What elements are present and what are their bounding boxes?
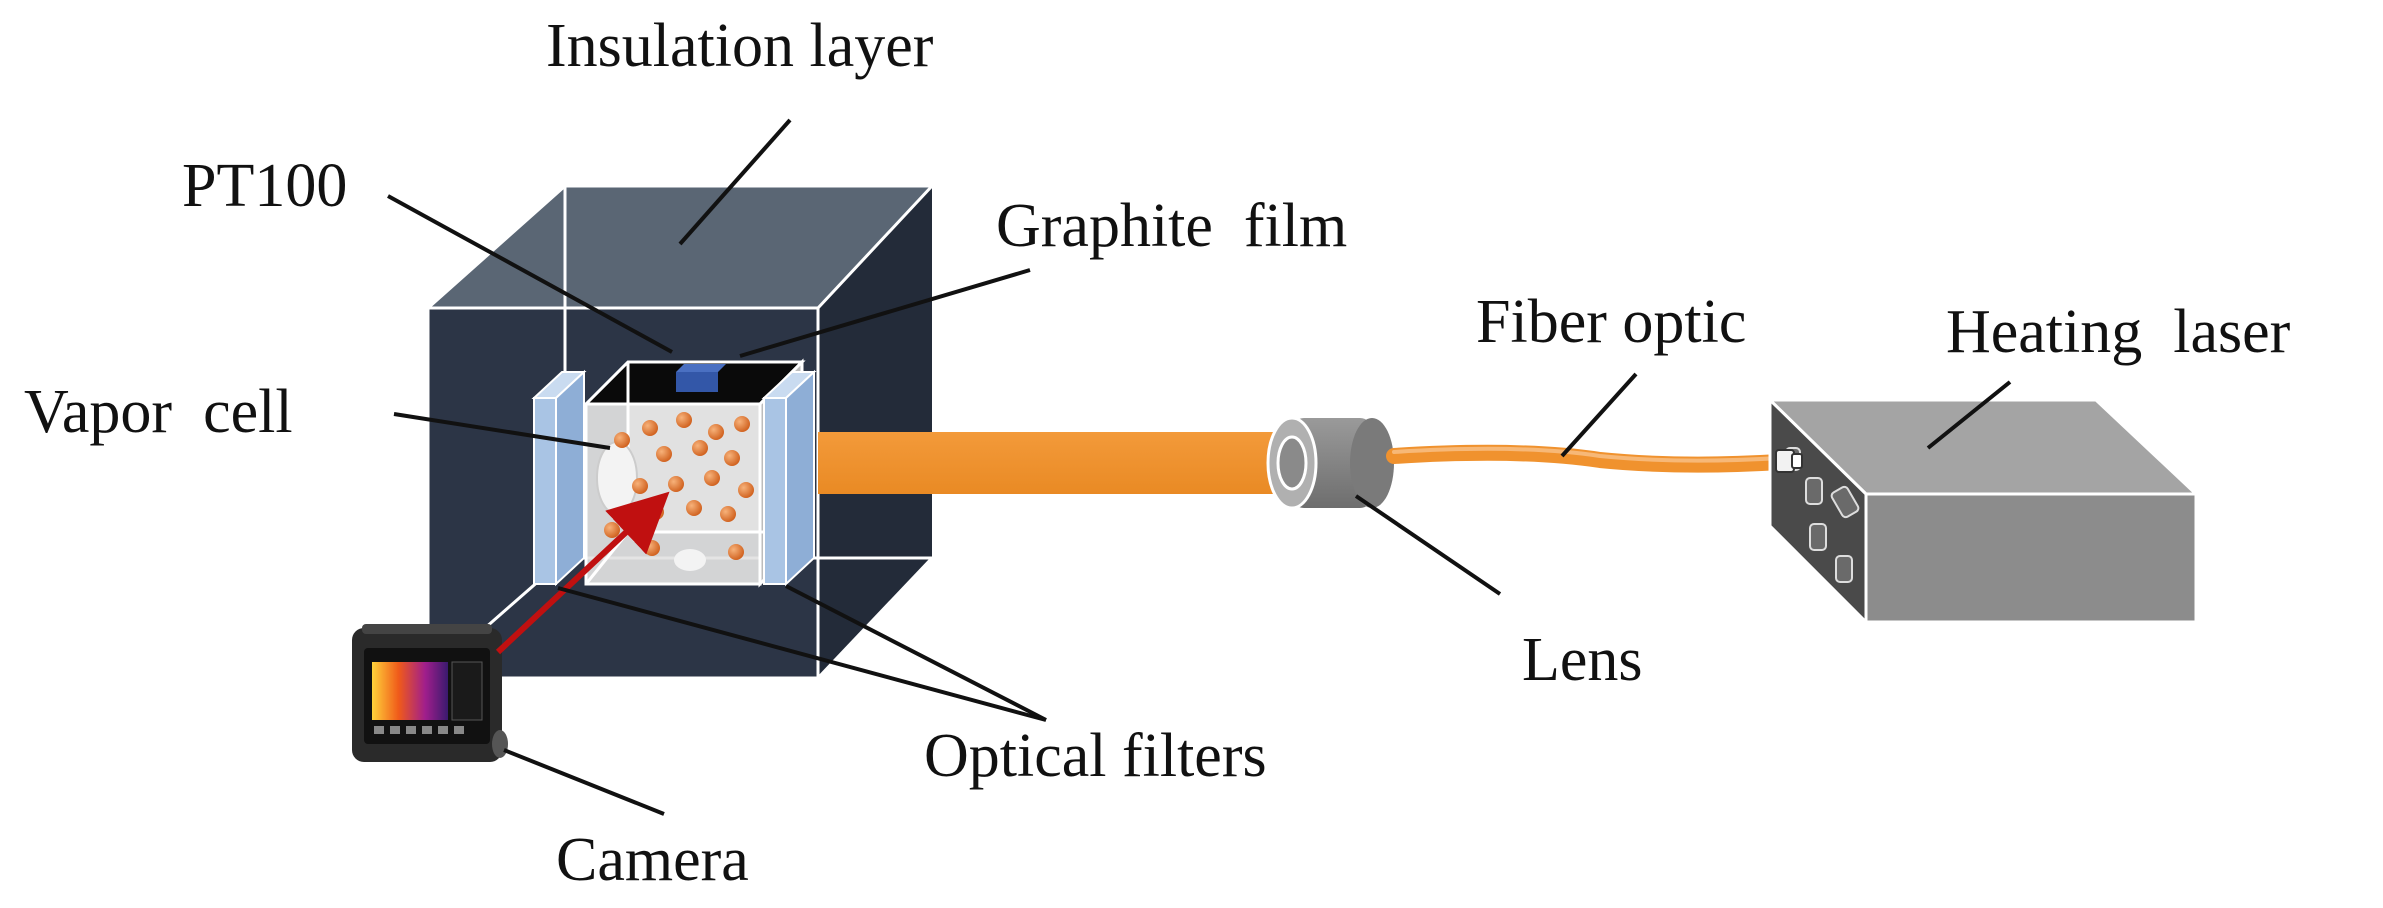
fiber-optic-highlight bbox=[1392, 446, 1782, 463]
laser-beam bbox=[818, 432, 1278, 494]
leader-fiber-optic bbox=[1560, 372, 1638, 458]
leader-heating-laser bbox=[1926, 380, 2012, 450]
laser-port bbox=[1830, 485, 1860, 519]
insulation-right-edge bbox=[816, 556, 934, 680]
label-optical-filters: Optical filters bbox=[924, 722, 1267, 790]
leader-graphite bbox=[739, 268, 1031, 358]
optical-filter-left bbox=[531, 369, 587, 587]
pt100-sensor-top bbox=[676, 364, 726, 372]
leader-filter-right bbox=[785, 584, 1047, 722]
pt100-sensor bbox=[676, 372, 718, 392]
optical-filter-right bbox=[761, 369, 817, 587]
laser-port bbox=[1835, 555, 1853, 583]
heating-laser-box bbox=[1766, 396, 2200, 626]
lens bbox=[1266, 416, 1394, 510]
leader-pt100 bbox=[387, 194, 673, 354]
insulation-top-outline bbox=[427, 184, 936, 310]
leader-insulation bbox=[678, 118, 792, 246]
label-lens: Lens bbox=[1522, 626, 1643, 694]
laser-box-front-face bbox=[1864, 492, 2198, 624]
fiber-connector-tip bbox=[1791, 453, 1803, 469]
leader-filter-left bbox=[557, 586, 1047, 722]
camera-buttons bbox=[374, 726, 464, 734]
camera-screen bbox=[372, 662, 448, 720]
camera-view-arrow bbox=[495, 491, 670, 655]
insulation-top-face bbox=[428, 186, 932, 308]
vapor-cell-window-bottom bbox=[674, 549, 706, 571]
fiber-optic bbox=[1386, 444, 1788, 473]
leader-lines bbox=[387, 118, 2012, 816]
label-pt100: PT100 bbox=[182, 152, 347, 220]
label-heating-laser: Heating laser bbox=[1946, 298, 2291, 366]
leader-lens bbox=[1354, 494, 1502, 596]
label-insulation-layer: Insulation layer bbox=[546, 12, 934, 80]
label-camera: Camera bbox=[556, 826, 749, 894]
leader-vapor-cell bbox=[393, 412, 611, 450]
laser-port bbox=[1805, 477, 1823, 505]
label-vapor-cell: Vapor cell bbox=[24, 378, 293, 446]
leader-camera bbox=[503, 748, 665, 816]
label-fiber-optic: Fiber optic bbox=[1476, 288, 1746, 356]
thermal-camera bbox=[352, 624, 508, 762]
vapor-cell-window-left bbox=[596, 441, 638, 515]
label-graphite-film: Graphite film bbox=[996, 192, 1347, 260]
laser-port bbox=[1809, 523, 1827, 551]
